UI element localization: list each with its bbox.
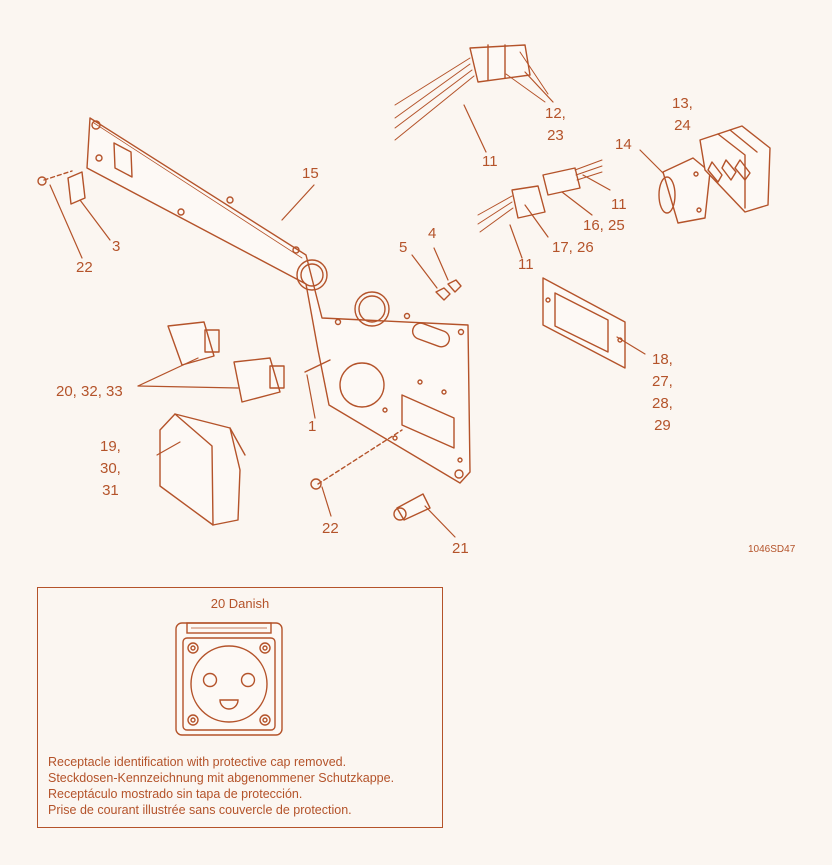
callout-22-lower: 22 <box>322 520 339 537</box>
callout-13-24: 13, 24 <box>672 95 693 134</box>
callout-11-upper: 11 <box>482 153 498 170</box>
callout-22-upper: 22 <box>76 259 93 276</box>
callout-19-30-31: 19, 30, 31 <box>100 438 121 499</box>
note-french: Prise de courant illustrée sans couvercl… <box>48 803 352 817</box>
callout-20-32-33: 20, 32, 33 <box>56 383 123 400</box>
callout-5: 5 <box>399 239 408 256</box>
leader-lines <box>49 71 664 538</box>
callout-15: 15 <box>302 165 319 182</box>
callout-11-connector: 11 <box>611 196 627 213</box>
note-english: Receptacle identification with protectiv… <box>48 755 347 769</box>
cover-plate <box>542 277 626 369</box>
callout-21: 21 <box>452 540 469 557</box>
danish-receptacle-icon <box>175 622 283 736</box>
wire-harness-upper <box>394 44 549 141</box>
receptacle-20-b <box>233 357 285 403</box>
note-german: Steckdosen-Kennzeichnung mit abgenommene… <box>48 771 395 785</box>
control-panel-plate <box>86 117 471 484</box>
inset-title: 20 Danish <box>210 596 270 611</box>
callout-14: 14 <box>615 136 632 153</box>
circuit-breaker <box>699 125 771 213</box>
callout-11-lower: 11 <box>518 256 534 273</box>
note-spanish: Receptáculo mostrado sin tapa de protecc… <box>48 787 303 801</box>
receptacle-19 <box>159 413 246 526</box>
connector-17 <box>477 185 546 233</box>
danish-receptacle-inset: 20 Danish Receptacle identification with… <box>37 587 443 828</box>
drawing-reference-id: 1046SD47 <box>748 544 796 555</box>
receptacle-14 <box>658 157 711 224</box>
fasteners <box>37 170 431 521</box>
callout-17-26: 17, 26 <box>552 239 594 256</box>
callout-12-23: 12, 23 <box>545 105 566 144</box>
receptacle-20-a <box>167 321 220 366</box>
callout-4: 4 <box>428 225 437 242</box>
callout-3: 3 <box>112 238 121 255</box>
nuts <box>435 279 462 301</box>
connector-16 <box>542 159 603 196</box>
callout-18-27-28-29: 18, 27, 28, 29 <box>652 351 673 434</box>
callout-1: 1 <box>308 418 317 435</box>
inset-notes: Receptacle identification with protectiv… <box>48 754 394 818</box>
callout-16-25: 16, 25 <box>583 217 625 234</box>
